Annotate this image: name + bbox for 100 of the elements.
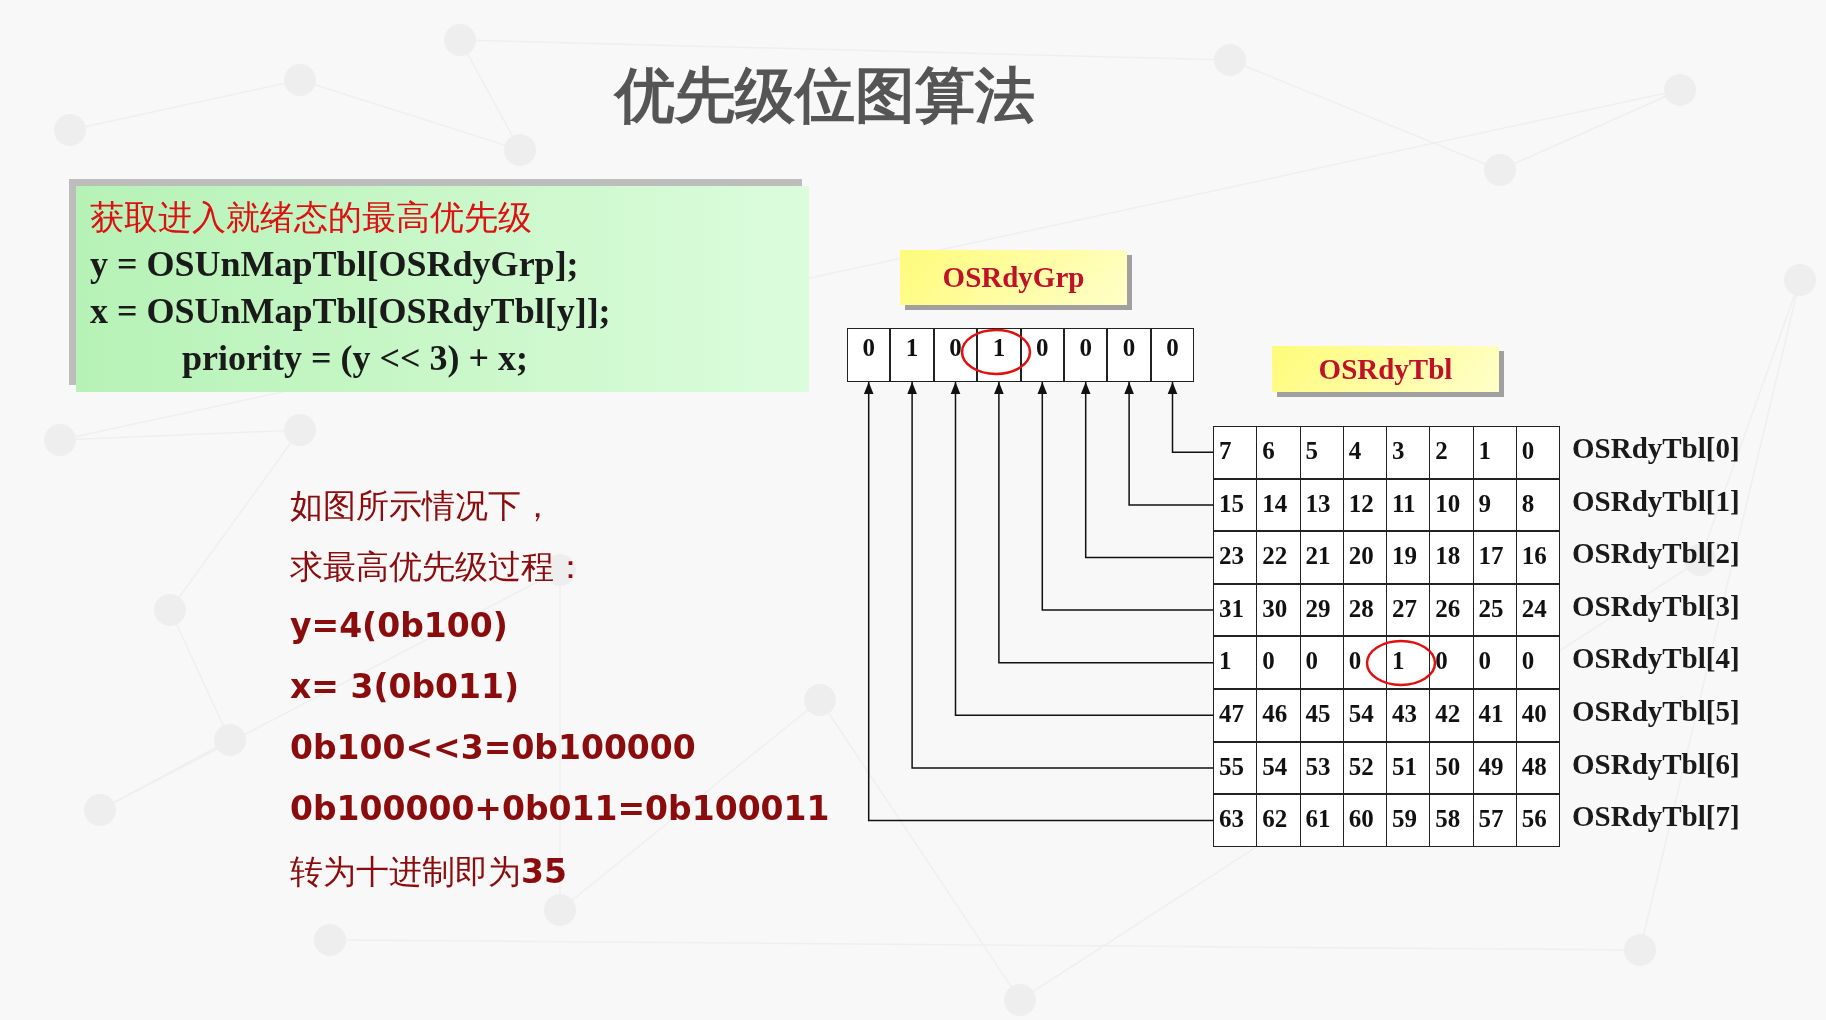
bit-cell: 1 xyxy=(977,328,1021,382)
table-row xyxy=(1213,583,1560,637)
table-row xyxy=(1213,636,1560,689)
table-cell-text: 48 xyxy=(1520,751,1548,782)
table-cell: 1 xyxy=(1214,637,1258,688)
table-row xyxy=(1213,794,1560,847)
table-cell: 61 xyxy=(1300,795,1344,846)
table-cell: 1 xyxy=(1473,427,1517,478)
table-cell: 5 xyxy=(1300,427,1344,478)
code-line: y = OSUnMapTbl[OSRdyGrp]; xyxy=(90,243,580,286)
table-cell: 1 xyxy=(1387,637,1431,688)
table-cell: 58 xyxy=(1430,795,1474,846)
row-label: OSRdyTbl[5] xyxy=(1572,695,1740,728)
table-cell: 11 xyxy=(1387,479,1431,531)
table-cell: 0 xyxy=(1473,637,1517,688)
row-label: OSRdyTbl[6] xyxy=(1572,747,1740,781)
code-heading: 获取进入就绪态的最高优先级 xyxy=(90,196,533,239)
table-cell-text: 16 xyxy=(1520,541,1548,572)
row-label: OSRdyTbl[3] xyxy=(1572,589,1740,623)
connector-arrow xyxy=(907,381,1214,769)
bit-cell: 0 xyxy=(1064,328,1108,382)
table-cell: 10 xyxy=(1430,479,1474,531)
table-cell: 54 xyxy=(1343,690,1387,741)
table-cell: 60 xyxy=(1343,795,1387,846)
bit-cell: 0 xyxy=(847,328,891,382)
table-cell-text: 40 xyxy=(1520,699,1548,729)
table-cell: 53 xyxy=(1300,742,1344,794)
table-cell: 25 xyxy=(1473,584,1517,636)
connector-arrow xyxy=(1037,381,1214,611)
table-row xyxy=(1213,531,1560,584)
bit-cell: 1 xyxy=(890,328,934,382)
code-line: x = OSUnMapTbl[OSRdyTbl[y]]; xyxy=(90,290,612,333)
table-row xyxy=(1213,689,1560,742)
table-cell: 17 xyxy=(1473,532,1517,583)
row-label: OSRdyTbl[1] xyxy=(1572,484,1740,518)
table-cell: 62 xyxy=(1257,795,1301,846)
table-cell: 49 xyxy=(1473,742,1517,794)
table-cell: 0 xyxy=(1430,637,1474,688)
row-label: OSRdyTbl[0] xyxy=(1572,432,1740,465)
table-cell: 7 xyxy=(1214,427,1258,478)
table-cell-text: 0 xyxy=(1520,646,1536,677)
table-cell: 27 xyxy=(1387,584,1431,636)
table-cell: 31 xyxy=(1214,584,1258,636)
table-cell-text: 8 xyxy=(1520,488,1536,519)
explanation-text: y=4(0b100) xyxy=(290,606,508,645)
table-cell: 12 xyxy=(1343,479,1387,531)
code-line: priority = (y << 3) + x; xyxy=(181,337,529,380)
table-cell: 54 xyxy=(1257,742,1301,794)
table-cell: 23 xyxy=(1214,532,1258,583)
table-cell: 45 xyxy=(1300,690,1344,741)
table-cell-text: 56 xyxy=(1520,804,1548,835)
table-cell: 47 xyxy=(1214,690,1258,741)
explanation-text: 如图所示情况下， xyxy=(290,485,554,527)
bit-cell: 0 xyxy=(933,328,978,382)
table-cell: 4 xyxy=(1343,427,1387,478)
slide-title: 优先级位图算法 xyxy=(612,59,1036,132)
connector-arrow xyxy=(863,381,1214,822)
table-cell: 2 xyxy=(1430,427,1474,478)
table-cell: 0 xyxy=(1257,637,1301,688)
table-cell: 42 xyxy=(1430,690,1474,741)
table-cell: 13 xyxy=(1300,479,1344,531)
table-cell: 26 xyxy=(1430,584,1474,636)
table-row xyxy=(1213,426,1560,479)
table-cell: 18 xyxy=(1430,532,1474,583)
table-cell: 41 xyxy=(1473,690,1517,741)
table-cell: 15 xyxy=(1214,479,1258,531)
table-cell: 46 xyxy=(1257,690,1301,741)
explanation-text: 0b100<<3=0b100000 xyxy=(290,728,696,767)
table-cell: 0 xyxy=(1300,637,1344,688)
table-cell-text: 24 xyxy=(1520,593,1548,624)
table-cell: 63 xyxy=(1214,795,1258,846)
table-cell: 21 xyxy=(1300,532,1344,583)
connector-arrow xyxy=(994,381,1214,664)
explanation-text: 求最高优先级过程： xyxy=(290,546,587,588)
table-cell: 3 xyxy=(1387,427,1431,478)
table-row xyxy=(1213,741,1560,795)
connector-arrow xyxy=(1167,381,1214,454)
table-cell: 19 xyxy=(1387,532,1431,583)
table-cell: 52 xyxy=(1343,742,1387,794)
connector-arrow xyxy=(950,381,1214,717)
table-cell: 43 xyxy=(1387,690,1431,741)
table-cell: 0 xyxy=(1343,637,1387,688)
table-cell: 51 xyxy=(1387,742,1431,794)
explanation-text: 0b100000+0b011=0b100011 xyxy=(290,789,830,828)
row-label: OSRdyTbl[4] xyxy=(1572,642,1740,676)
connector-arrow xyxy=(1080,381,1214,559)
table-cell: 22 xyxy=(1257,532,1301,583)
table-cell: 59 xyxy=(1387,795,1431,846)
bit-cell: 0 xyxy=(1020,328,1064,382)
table-cell: 14 xyxy=(1257,479,1301,531)
bit-cell: 0 xyxy=(1150,328,1195,382)
table-cell-text: 0 xyxy=(1520,436,1536,466)
row-label: OSRdyTbl[2] xyxy=(1572,537,1740,571)
table-cell: 28 xyxy=(1343,584,1387,636)
row-label: OSRdyTbl[7] xyxy=(1572,800,1740,834)
explanation-text: x= 3(0b011) xyxy=(290,667,520,706)
table-cell: 57 xyxy=(1473,795,1517,846)
table-cell: 30 xyxy=(1257,584,1301,636)
table-cell: 29 xyxy=(1300,584,1344,636)
table-cell: 6 xyxy=(1257,427,1301,478)
